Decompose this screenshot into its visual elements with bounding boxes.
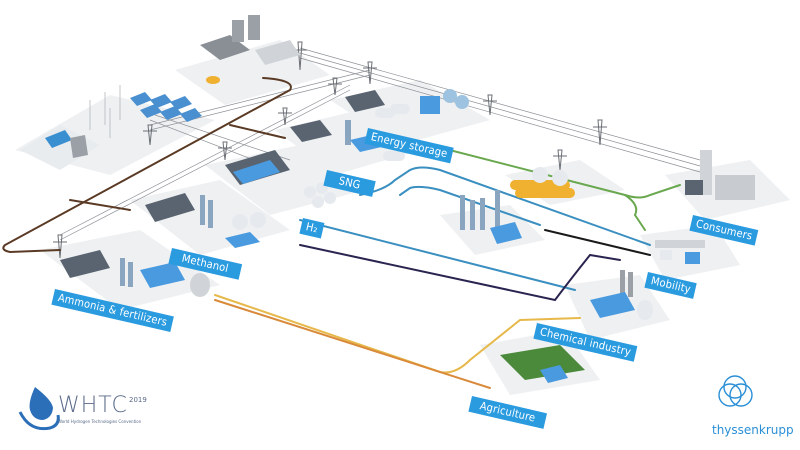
cooling-tower [248,15,260,40]
consumers-facility [685,150,755,200]
thyssenkrupp-logo-icon [718,375,753,407]
refinery [460,190,522,244]
cooling-tower [232,20,244,42]
power-line-brown-branch [229,124,286,139]
coal-pile [206,76,220,84]
pylon [553,149,567,171]
pylon [278,107,292,126]
pylon [218,141,232,161]
pylon [53,234,67,259]
methanol-pipeline [544,229,651,256]
ammonia-pipeline-orange [214,299,491,389]
whtc-drop-icon [29,387,53,420]
h2-pipeline-2 [399,185,541,226]
hydro-dam [20,125,100,170]
whtc-wave-icon [18,411,60,431]
whtc-name: WHTC [58,393,128,418]
mobility-facility [655,240,705,264]
ammonia-facility [60,250,210,297]
pylon [363,61,377,85]
dark-pipeline [299,244,621,302]
power-plant [200,15,300,84]
h2-pipeline-1 [359,166,651,246]
gas-pipeline-mobility [624,194,646,231]
wind-turbines [89,85,121,138]
pylon [483,94,497,116]
thyssenkrupp-wordmark: thyssenkrupp [712,423,794,437]
agriculture-field [500,345,585,383]
gas-storage-tanks [510,167,575,198]
power-line-brown [2,77,292,254]
solar-field [130,92,202,122]
pylon [593,119,607,146]
methanol-facility [145,193,266,248]
power-line-brown-branch2 [69,199,131,211]
h2-pipeline-3 [299,219,576,291]
whtc-year: 2019 [129,396,147,404]
whtc-logo: WHTC 2019 World Hydrogen Technologies Co… [18,385,188,435]
h2-facility [225,150,336,208]
pylon [143,124,157,146]
chemical-facility [590,270,653,320]
pylon [328,77,342,96]
whtc-subtitle: World Hydrogen Technologies Convention [58,419,142,424]
energy-storage-facility [345,89,469,118]
